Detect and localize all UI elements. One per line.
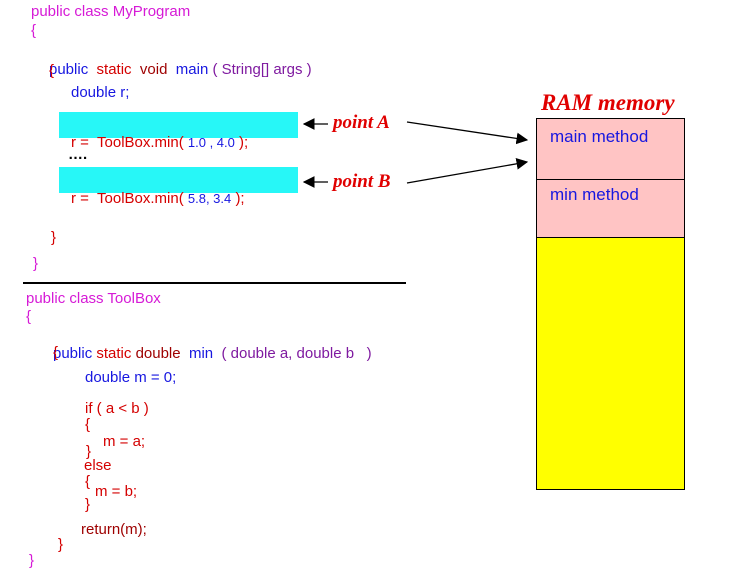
kw-static-2: static xyxy=(96,345,132,362)
min-signature: public static double min ( double a, dou… xyxy=(53,327,372,363)
call-a-end: ); xyxy=(239,134,249,151)
assign-a: m = a; xyxy=(103,433,146,450)
method-name-main: main xyxy=(175,61,209,78)
if-close-brace: } xyxy=(86,443,92,460)
kw-void: void xyxy=(139,61,168,78)
main-close-brace: } xyxy=(51,229,57,246)
else-close-brace: } xyxy=(85,496,91,513)
toolbox-class-decl: public class ToolBox xyxy=(26,290,161,307)
point-a-label: point A xyxy=(333,112,390,133)
point-b-label: point B xyxy=(333,171,391,192)
assign-b: m = b; xyxy=(95,483,138,500)
if-line: if ( a < b ) xyxy=(85,400,149,417)
call-b-method: ToolBox.min( xyxy=(97,190,184,207)
main-open-brace: { xyxy=(49,62,55,79)
toolbox-close-brace: } xyxy=(29,552,35,569)
ellipsis: …. xyxy=(68,146,88,163)
min-params: ( double a, double b ) xyxy=(221,345,372,362)
arrow-point-b-to-ram xyxy=(406,158,529,184)
toolbox-open-brace: { xyxy=(26,308,32,325)
highlight-call-a xyxy=(59,112,298,138)
ram-block-min-label: min method xyxy=(550,185,639,204)
decl-m: double m = 0; xyxy=(85,369,177,386)
kw-public: public xyxy=(49,61,89,78)
min-open-brace: { xyxy=(53,344,59,361)
return-statement: return(m); xyxy=(81,521,147,538)
call-b-assign: r = xyxy=(71,190,89,207)
main-params: ( String[] args ) xyxy=(212,61,312,78)
call-a-assign: r = xyxy=(71,134,89,151)
min-close-brace: } xyxy=(58,536,64,553)
main-signature: public static void main ( String[] args … xyxy=(49,43,312,79)
ram-title: RAM memory xyxy=(541,90,675,115)
decl-r: double r; xyxy=(71,84,130,101)
call-b: r = ToolBox.min( 5.8, 3.4 ); xyxy=(71,172,245,208)
ram-block-main-label: main method xyxy=(550,127,649,146)
kw-double: double xyxy=(135,345,181,362)
ram-block-min: min method xyxy=(537,180,684,238)
if-open-brace: { xyxy=(85,416,91,433)
call-a-method: ToolBox.min( xyxy=(97,134,184,151)
call-b-end: ); xyxy=(235,190,245,207)
ram-memory-box: main method min method xyxy=(536,118,685,490)
arrow-point-a-to-ram xyxy=(406,121,529,145)
section-divider xyxy=(23,282,406,284)
else-open-brace: { xyxy=(85,473,91,490)
myprogram-class-decl: public class MyProgram xyxy=(31,3,191,20)
myprogram-open-brace: { xyxy=(31,22,37,39)
ram-block-main: main method xyxy=(537,119,684,180)
ram-free-space xyxy=(537,238,684,489)
myprogram-close-brace: } xyxy=(33,255,39,272)
else-keyword: else xyxy=(84,457,112,474)
kw-static: static xyxy=(96,61,132,78)
method-name-min: min xyxy=(188,345,214,362)
call-b-args: 5.8, 3.4 xyxy=(187,191,232,206)
call-a-args: 1.0 , 4.0 xyxy=(187,135,235,150)
kw-public-2: public xyxy=(53,345,93,362)
call-a: r = ToolBox.min( 1.0 , 4.0 ); xyxy=(71,116,248,152)
highlight-call-b xyxy=(59,167,298,193)
